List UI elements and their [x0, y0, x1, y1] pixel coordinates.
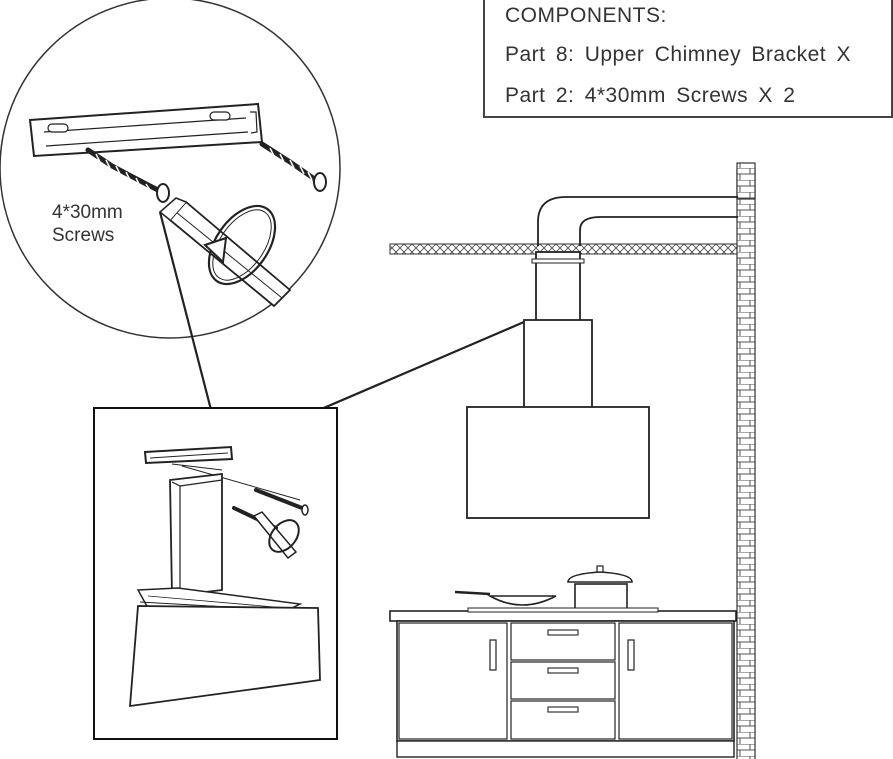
inset-hood-body	[129, 587, 321, 708]
hood-canopy	[466, 406, 650, 519]
exhaust-duct	[537, 196, 738, 246]
component-item-part-2: Part 2: 4*30mm Screws X 2	[505, 84, 796, 107]
upper-chimney	[535, 251, 581, 323]
screw-right	[259, 141, 327, 192]
rotation-arrow-icon	[203, 204, 277, 286]
brick-wall	[736, 169, 756, 759]
frying-pan	[454, 590, 557, 606]
arrow-callout-to-inset	[158, 211, 221, 438]
components-box: COMPONENTS: Part 8: Upper Chimney Bracke…	[483, 0, 893, 118]
inset-bracket	[143, 445, 234, 465]
components-title: COMPONENTS:	[505, 4, 667, 27]
cooktop	[467, 607, 659, 613]
screw-label: 4*30mm Screws	[52, 202, 123, 246]
base-cabinet	[396, 620, 735, 758]
cabinet-door-left	[398, 622, 508, 740]
zoom-callout	[0, 0, 341, 339]
screw-left	[85, 147, 170, 203]
cabinet-door-right	[618, 622, 733, 740]
screwdriver-icon	[158, 197, 292, 308]
kitchen-scene	[389, 162, 756, 759]
inset-screwdriver-icon	[252, 511, 300, 560]
component-item-part-8: Part 8: Upper Chimney Bracket X	[505, 43, 851, 66]
drawer-top	[510, 622, 616, 661]
cooking-pot	[567, 565, 633, 612]
lower-chimney	[523, 319, 593, 409]
inset-chimney	[169, 472, 223, 598]
brick-wall-cap	[736, 162, 756, 200]
inset-detail	[93, 407, 338, 740]
